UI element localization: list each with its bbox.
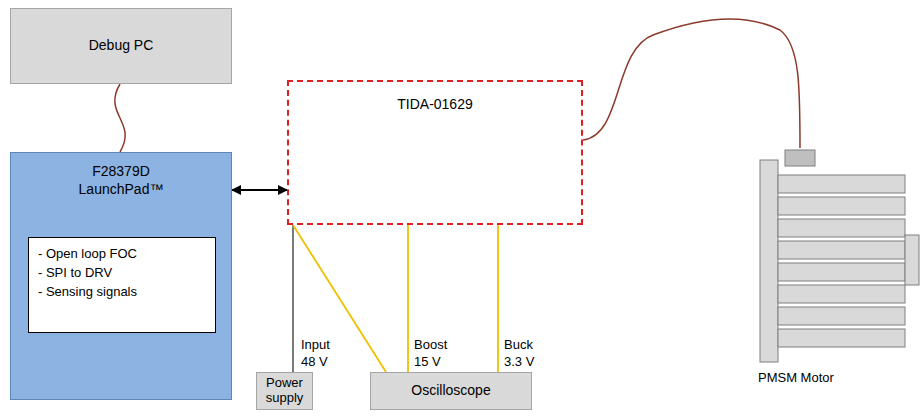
node-label: - Open loop FOC xyxy=(38,245,206,264)
design-board: TIDA-01629 xyxy=(287,80,583,225)
node-label: Oscilloscope xyxy=(411,382,490,400)
oscilloscope-box: Oscilloscope xyxy=(370,372,532,410)
power-supply-box: Power supply xyxy=(256,372,313,410)
motor-fin xyxy=(778,307,905,325)
node-label: PMSM Motor xyxy=(758,370,834,386)
motor-flange xyxy=(760,160,778,362)
node-label: Power supply xyxy=(257,376,312,406)
bidirectional-arrow xyxy=(232,189,287,191)
motor-fin xyxy=(778,263,905,281)
node-label: TIDA-01629 xyxy=(289,96,581,114)
probe-line xyxy=(407,225,409,372)
motor-fin xyxy=(778,197,905,215)
motor-fin xyxy=(778,175,905,193)
feature-list: - Open loop FOC- SPI to DRV- Sensing sig… xyxy=(28,237,216,333)
power-line xyxy=(292,225,293,372)
controller-board: F28379D LaunchPad™ - Open loop FOC- SPI t… xyxy=(10,152,232,400)
node-label: Debug PC xyxy=(89,37,154,55)
motor-fins xyxy=(778,175,905,347)
probe-line xyxy=(293,225,386,372)
motor-node: PMSM Motor xyxy=(750,148,920,390)
motor-cable xyxy=(583,19,800,148)
motor-fin xyxy=(778,329,905,347)
probe-line xyxy=(497,225,499,372)
motor-connector xyxy=(785,150,815,166)
node-label: F28379D LaunchPad™ xyxy=(66,163,176,198)
motor-fin xyxy=(778,285,905,303)
motor-fin xyxy=(778,219,905,237)
voltage-label: Buck 3.3 V xyxy=(504,337,544,371)
node-text: - SPI to DRV xyxy=(38,264,206,283)
cable-connector xyxy=(115,84,125,152)
computer-box: Debug PC xyxy=(10,8,232,84)
voltage-label: Input 48 V xyxy=(301,337,341,371)
voltage-label: Boost 15 V xyxy=(414,337,454,371)
motor-shaft xyxy=(905,235,919,285)
node-text: - Sensing signals xyxy=(38,283,206,302)
motor-fin xyxy=(778,241,905,259)
